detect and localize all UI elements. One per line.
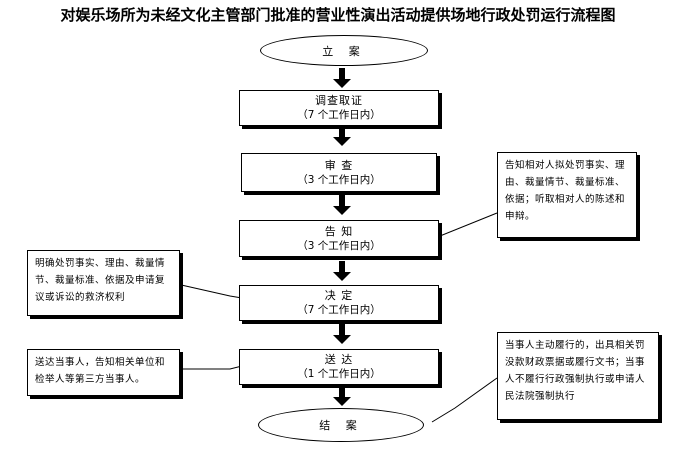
step-investigate: 调查取证 （7 个工作日内） [239,90,439,126]
end-label: 结 案 [319,419,363,432]
arrow-start-to-step1 [333,68,351,88]
callout-lines [167,212,498,423]
step-duration: （1 个工作日内） [297,368,381,380]
start-label: 立 案 [322,44,366,58]
step-label: 决 定 [324,289,354,302]
arrow-step2-to-step3 [333,195,351,215]
arrow-step3-to-step4 [333,261,351,281]
step-duration: （7 个工作日内） [297,304,381,316]
step-duration: （3 个工作日内） [297,173,381,186]
step-label: 调查取证 [315,94,363,107]
flow-arrows [333,68,351,406]
note-deliver: 送达当事人，告知相关单位和检举人等第三方当事人。 [27,349,180,396]
step-inform: 告 知 （3 个工作日内） [239,220,439,257]
step-label: 告 知 [324,224,354,238]
arrow-step5-to-end [333,388,351,406]
callout-deliver [175,365,243,370]
step-label: 送 达 [324,353,354,366]
step-label: 审 查 [324,158,354,172]
step-deliver: 送 达 （1 个工作日内） [239,349,439,385]
step-duration: （3 个工作日内） [297,239,381,252]
note-execute: 当事人主动履行的，出具相关罚没款财政票据或履行文书；当事人不履行行政强制执行或申… [497,332,659,420]
step-review: 审 查 （3 个工作日内） [241,153,437,192]
note-decide: 明确处罚事实、理由、裁量情节、裁量标准、依据及申请复议或诉讼的救济权利 [27,250,180,316]
arrow-step4-to-step5 [333,324,351,344]
arrow-step1-to-step2 [333,126,351,146]
callout-execute [431,377,498,423]
start-node: 立 案 [260,35,428,66]
note-inform: 告知相对人拟处罚事实、理由、裁量情节、裁量标准、依据；听取相对人的陈述和申辩。 [497,152,637,238]
page-title: 对娱乐场所为未经文化主管部门批准的营业性演出活动提供场地行政处罚运行流程图 [60,6,616,24]
end-node: 结 案 [258,408,424,442]
step-decide: 决 定 （7 个工作日内） [239,285,439,321]
step-duration: （7 个工作日内） [297,109,381,121]
callout-decide [167,281,243,299]
